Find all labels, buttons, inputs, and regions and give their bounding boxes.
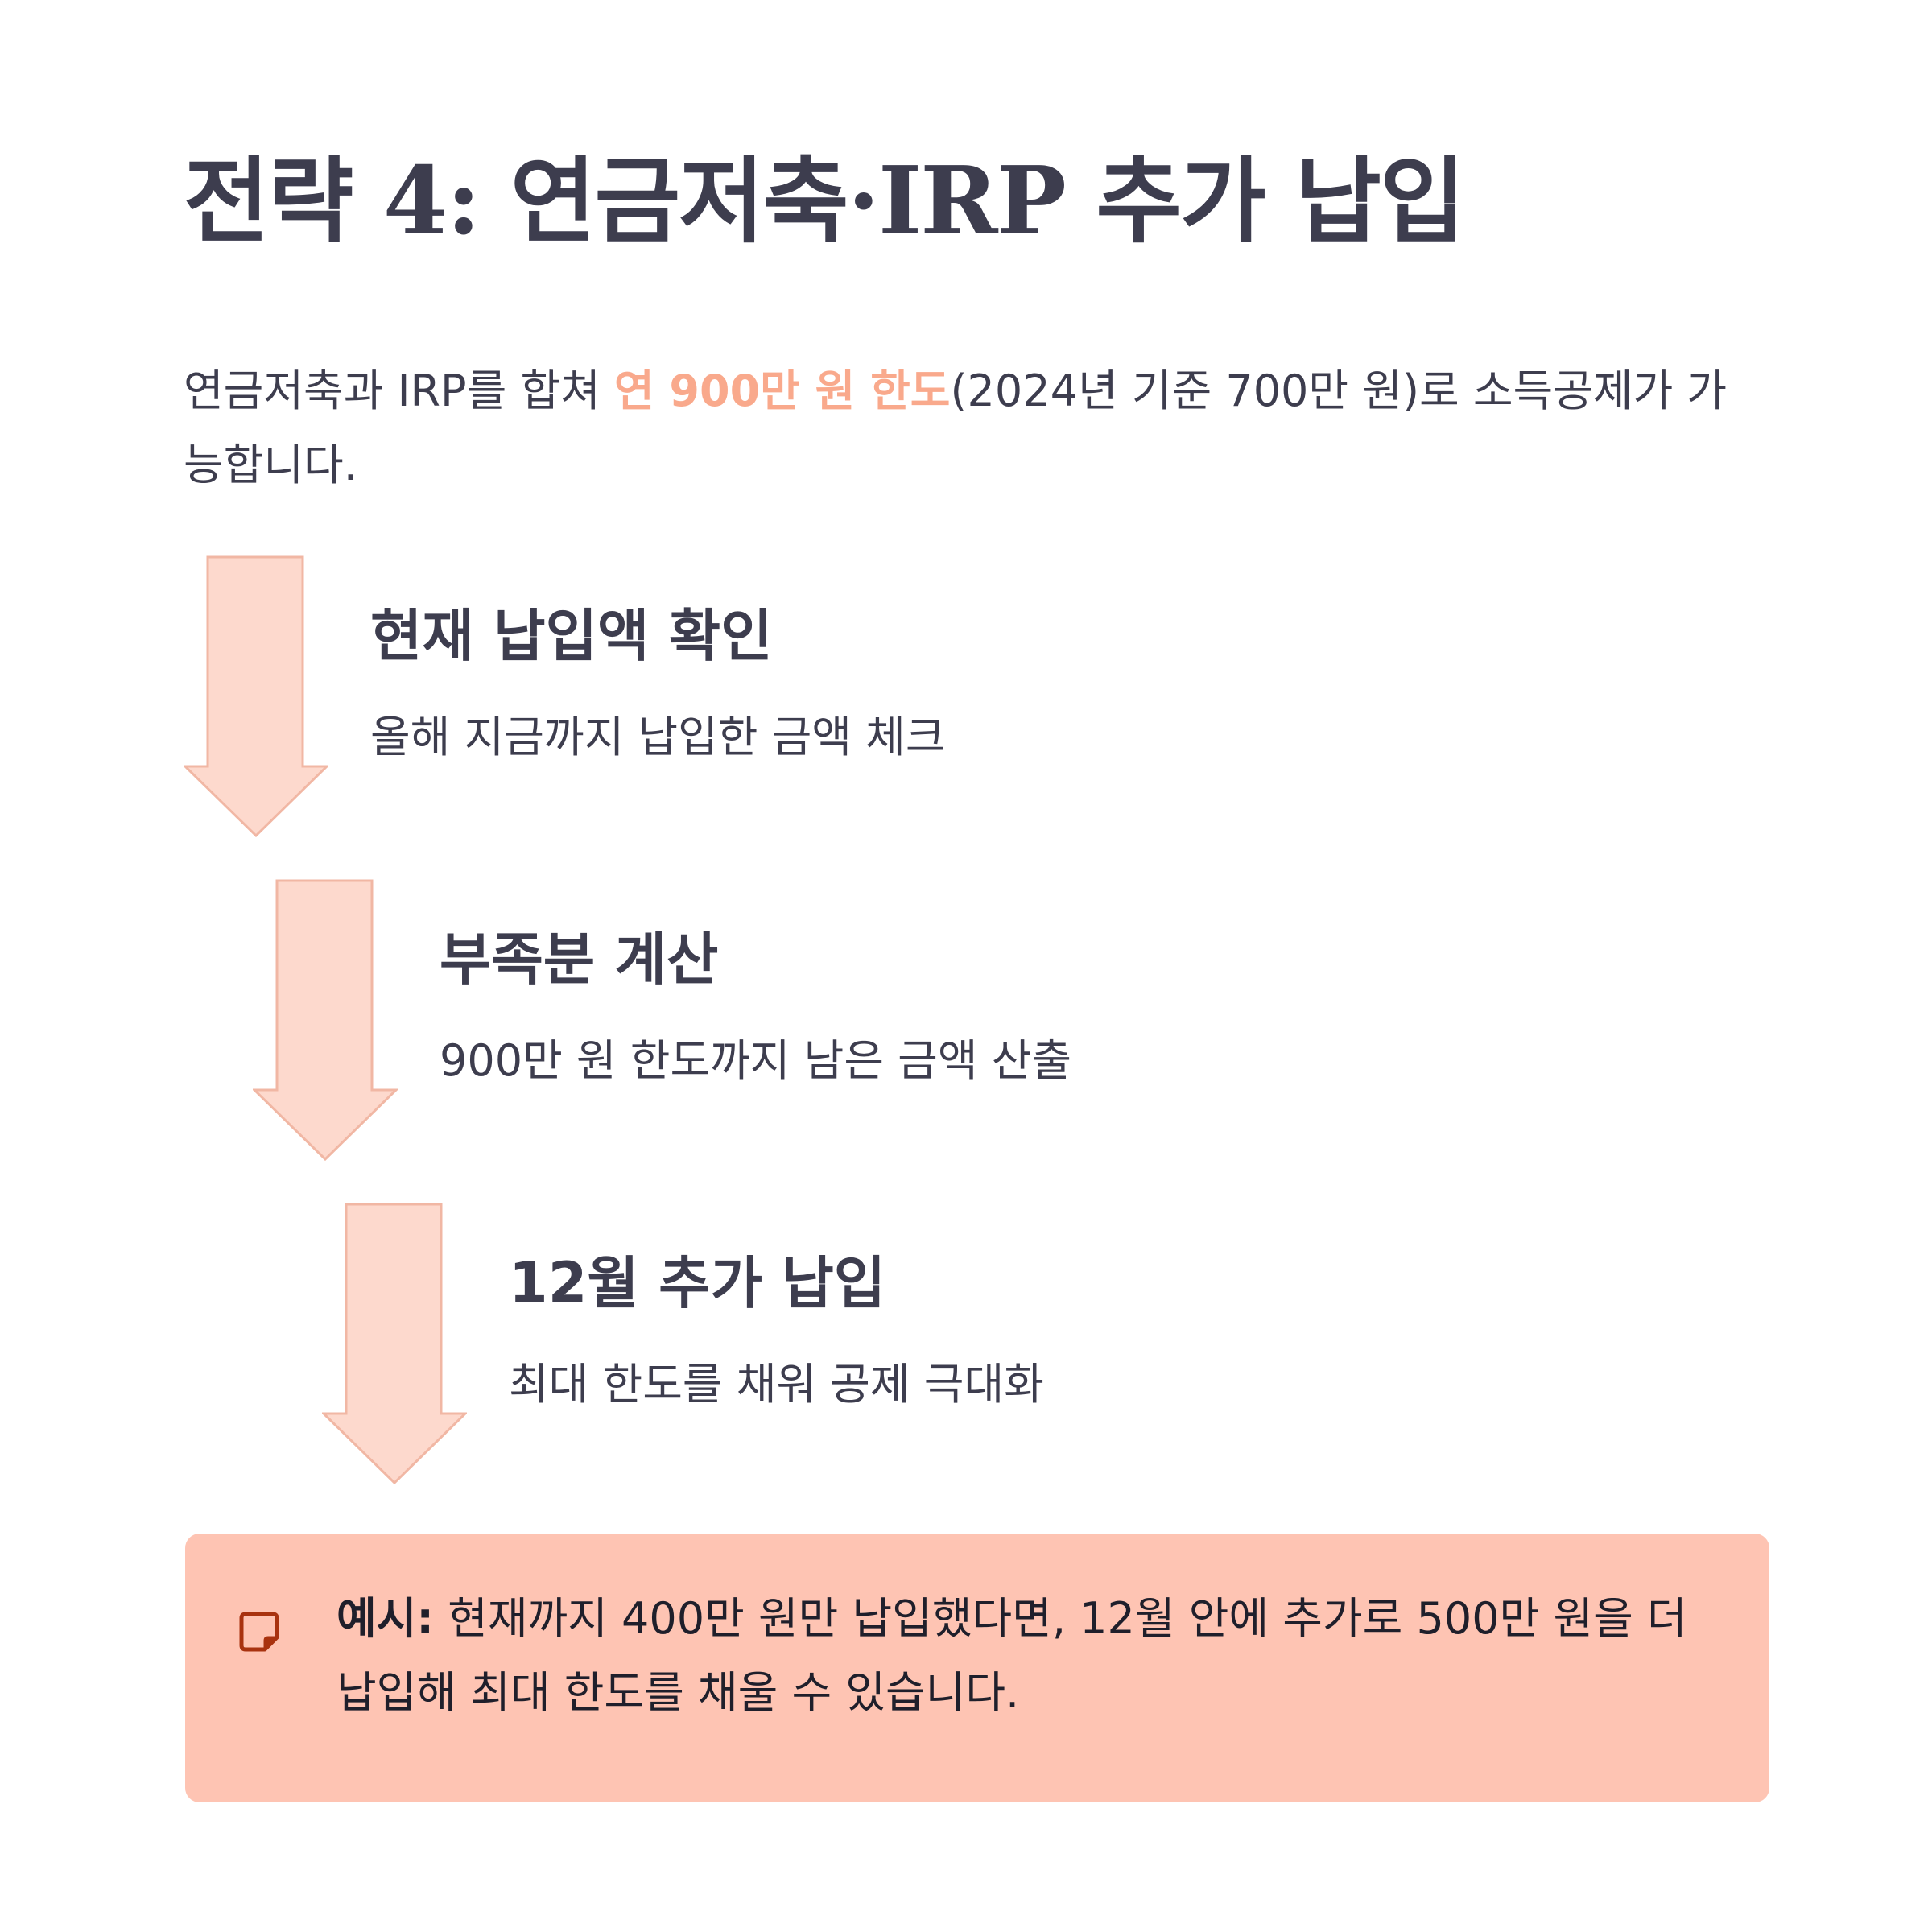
callout-lead: 예시: (336, 1593, 434, 1644)
step-2-description: 900만 원 한도까지 남은 금액 산출 (440, 1035, 1072, 1086)
intro-highlight: 연 900만 원 한도 (613, 365, 951, 416)
step-3-arrow-icon (322, 1203, 467, 1484)
step-2-arrow-icon (253, 879, 398, 1161)
step-1-title: 현재 납입액 확인 (370, 603, 773, 669)
step-3-title: 12월 추가 납입 (509, 1250, 886, 1316)
intro-paragraph: 연금저축과 IRP를 합쳐 연 900만 원 한도(2024년 기준 700만 … (184, 354, 1761, 502)
callout-body: 현재까지 400만 원만 납입했다면, 12월 안에 추가로 500만 원을 더… (336, 1593, 1687, 1718)
callout-text: 예시: 현재까지 400만 원만 납입했다면, 12월 안에 추가로 500만 … (336, 1582, 1721, 1730)
step-3-description: 최대 한도를 채워 공제 극대화 (509, 1359, 1044, 1410)
intro-text-before: 연금저축과 IRP를 합쳐 (184, 365, 614, 416)
note-icon (237, 1610, 281, 1653)
intro-text-after: (2024년 기준 700만 원)로 소득공제가 가능합니다. (184, 365, 1728, 490)
page-title: 전략 4: 연금저축·IRP 추가 납입 (184, 147, 1466, 256)
step-2-title: 부족분 계산 (440, 927, 719, 993)
example-callout: 예시: 현재까지 400만 원만 납입했다면, 12월 안에 추가로 500만 … (185, 1534, 1769, 1802)
step-1-arrow-icon (184, 555, 328, 837)
step-1-description: 올해 지금까지 납입한 금액 체크 (370, 712, 946, 762)
